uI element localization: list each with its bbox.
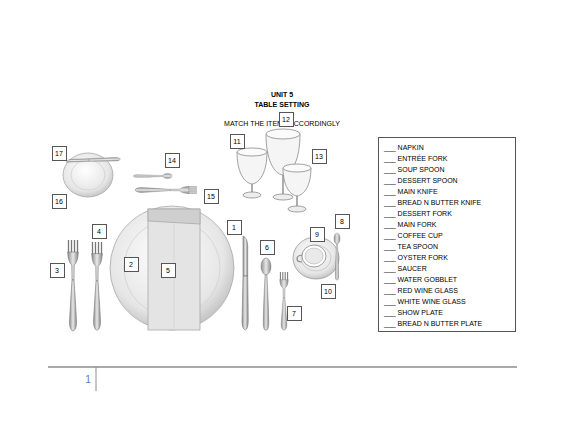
page-number: 1 — [85, 374, 91, 386]
callout-number: 1 — [232, 223, 236, 232]
callout-box: 10 — [321, 284, 336, 299]
answer-line: ___ NAPKIN — [384, 142, 511, 153]
callout-box: 11 — [230, 134, 245, 149]
answer-line: ___ WATER GOBBLET — [384, 274, 511, 285]
coffee-cup-inside — [305, 248, 323, 264]
callout-box: 13 — [312, 149, 327, 164]
callout-number: 2 — [129, 260, 133, 269]
white-wine-glass — [283, 164, 311, 212]
answer-line: ___ OYSTER FORK — [384, 252, 511, 263]
answer-line: ___ RED WINE GLASS — [384, 285, 511, 296]
answer-line: ___ DESSERT SPOON — [384, 175, 511, 186]
callout-number: 8 — [340, 217, 344, 226]
callout-number: 10 — [324, 287, 332, 296]
saucer — [293, 237, 339, 279]
callout-number: 12 — [282, 115, 290, 124]
butter-knife — [66, 157, 121, 162]
answer-line: ___ TEA SPOON — [384, 241, 511, 252]
saucer-rim — [301, 245, 331, 271]
callout-number: 9 — [315, 230, 319, 239]
tea-spoon — [334, 233, 340, 280]
answer-line: ___ ENTRÉE FORK — [384, 153, 511, 164]
topic-heading: TABLE SETTING — [254, 100, 309, 109]
callout-number: 4 — [97, 227, 101, 236]
answer-line: ___ BREAD N BUTTER PLATE — [384, 318, 511, 329]
callout-box: 4 — [92, 224, 107, 239]
callout-number: 5 — [166, 266, 170, 275]
answer-list-box: ___ NAPKIN___ ENTRÉE FORK___ SOUP SPOON_… — [378, 137, 516, 332]
answer-line: ___ BREAD N BUTTER KNIFE — [384, 197, 511, 208]
dessert-fork — [135, 186, 197, 193]
answer-line: ___ MAIN KNIFE — [384, 186, 511, 197]
main-fork — [68, 240, 79, 331]
footer-rule — [48, 366, 517, 368]
soup-spoon — [261, 258, 271, 330]
unit-heading: UNIT 5 — [271, 90, 293, 99]
callout-box: 7 — [287, 306, 302, 321]
callout-box: 9 — [310, 227, 325, 242]
topic-heading-holder: TABLE SETTING — [254, 93, 309, 111]
callout-box: 1 — [227, 220, 242, 235]
callout-box: 16 — [52, 194, 67, 209]
callout-box: 17 — [52, 146, 67, 161]
callout-number: 3 — [55, 266, 59, 275]
callout-number: 13 — [315, 152, 323, 161]
bread-plate-rim — [71, 160, 105, 190]
callout-number: 17 — [55, 149, 63, 158]
callout-box: 8 — [335, 214, 350, 229]
callout-box: 5 — [161, 263, 176, 278]
page-number-holder: 1 — [85, 369, 91, 387]
answer-line: ___ MAIN FORK — [384, 219, 511, 230]
footer-divider — [96, 367, 97, 391]
coffee-cup — [302, 245, 326, 267]
main-knife — [242, 236, 248, 330]
oyster-fork — [280, 272, 288, 330]
answer-line: ___ COFFEE CUP — [384, 230, 511, 241]
callout-number: 7 — [292, 309, 296, 318]
napkin — [148, 209, 200, 330]
show-plate — [110, 206, 234, 330]
callout-box: 2 — [124, 257, 139, 272]
napkin-fold — [148, 209, 200, 224]
answer-line: ___ WHITE WINE GLASS — [384, 296, 511, 307]
callout-box: 6 — [260, 240, 275, 255]
callout-number: 11 — [233, 137, 240, 146]
callout-number: 14 — [168, 156, 176, 165]
callout-number: 16 — [55, 197, 63, 206]
callout-box: 15 — [204, 189, 219, 204]
answer-line: ___ SHOW PLATE — [384, 307, 511, 318]
callout-box: 14 — [165, 153, 180, 168]
callout-number: 6 — [265, 243, 269, 252]
answer-line: ___ SAUCER — [384, 263, 511, 274]
callout-number: 15 — [207, 192, 215, 201]
dessert-spoon — [133, 174, 172, 179]
red-wine-glass — [237, 148, 267, 198]
entree-fork — [92, 242, 103, 330]
unit-heading-holder: UNIT 5 — [271, 83, 293, 101]
callout-box: 3 — [50, 263, 65, 278]
answer-line: ___ SOUP SPOON — [384, 164, 511, 175]
callout-box: 12 — [279, 112, 294, 127]
answer-line: ___ DESSERT FORK — [384, 208, 511, 219]
